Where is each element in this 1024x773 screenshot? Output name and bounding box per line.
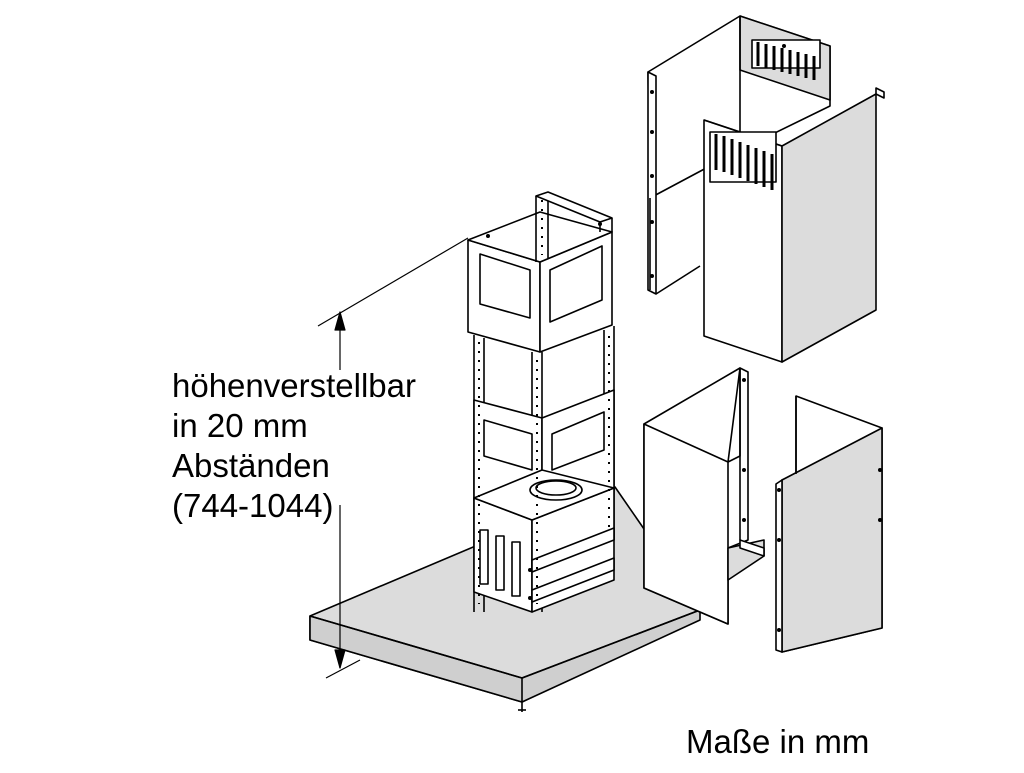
- units-label: Maße in mm: [686, 723, 870, 760]
- height-label-line-1: höhenverstellbar: [172, 367, 416, 404]
- upper-chimney-front-panel: [703, 87, 885, 363]
- upper-front-vent: [709, 131, 777, 190]
- height-label-line-4: (744-1044): [172, 487, 334, 524]
- height-dimension: [317, 237, 469, 679]
- upper-chimney-back-panel: [647, 15, 831, 295]
- fastener-holes: [486, 44, 882, 632]
- lower-chimney-right-panel: [775, 395, 883, 653]
- lower-chimney-left-panel: [643, 367, 765, 625]
- mounting-frame: [467, 191, 615, 613]
- height-label-line-2: in 20 mm: [172, 407, 308, 444]
- height-label-line-3: Abständen: [172, 447, 330, 484]
- upper-back-vent: [751, 39, 821, 80]
- height-adjustment-label: höhenverstellbar in 20 mm Abständen (744…: [172, 366, 416, 526]
